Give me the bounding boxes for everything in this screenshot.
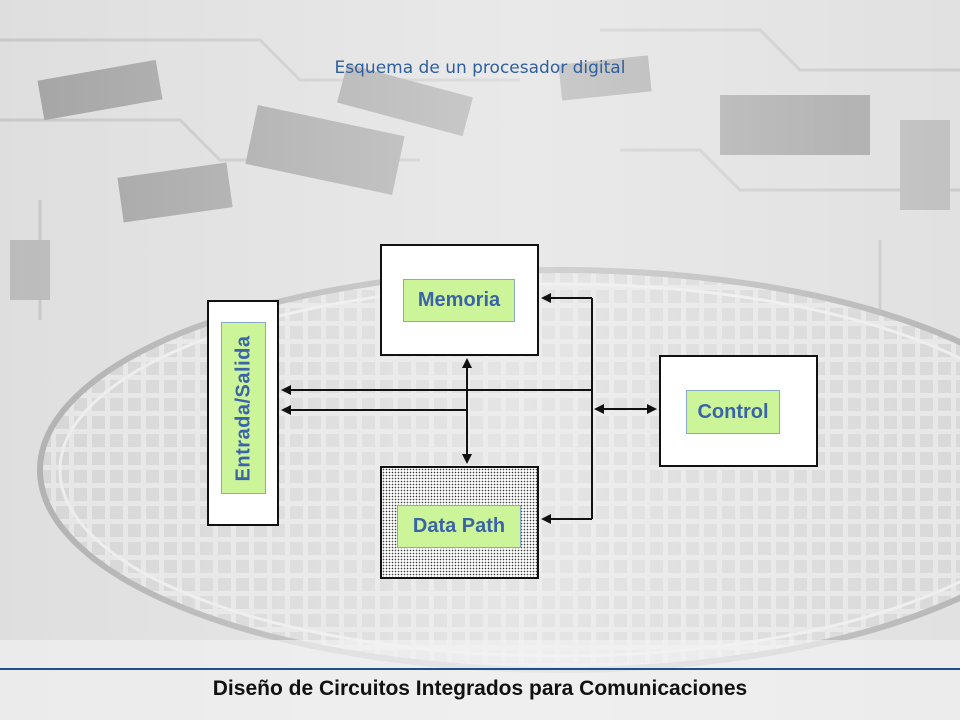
footer-divider — [0, 668, 960, 670]
slide-footer: Diseño de Circuitos Integrados para Comu… — [212, 677, 748, 700]
control-label: Control — [686, 390, 780, 434]
slide-title: Esquema de un procesador digital — [334, 58, 626, 78]
memoria-label: Memoria — [403, 279, 515, 322]
data-path-label: Data Path — [397, 505, 521, 548]
entrada-salida-label: Entrada/Salida — [221, 322, 266, 494]
